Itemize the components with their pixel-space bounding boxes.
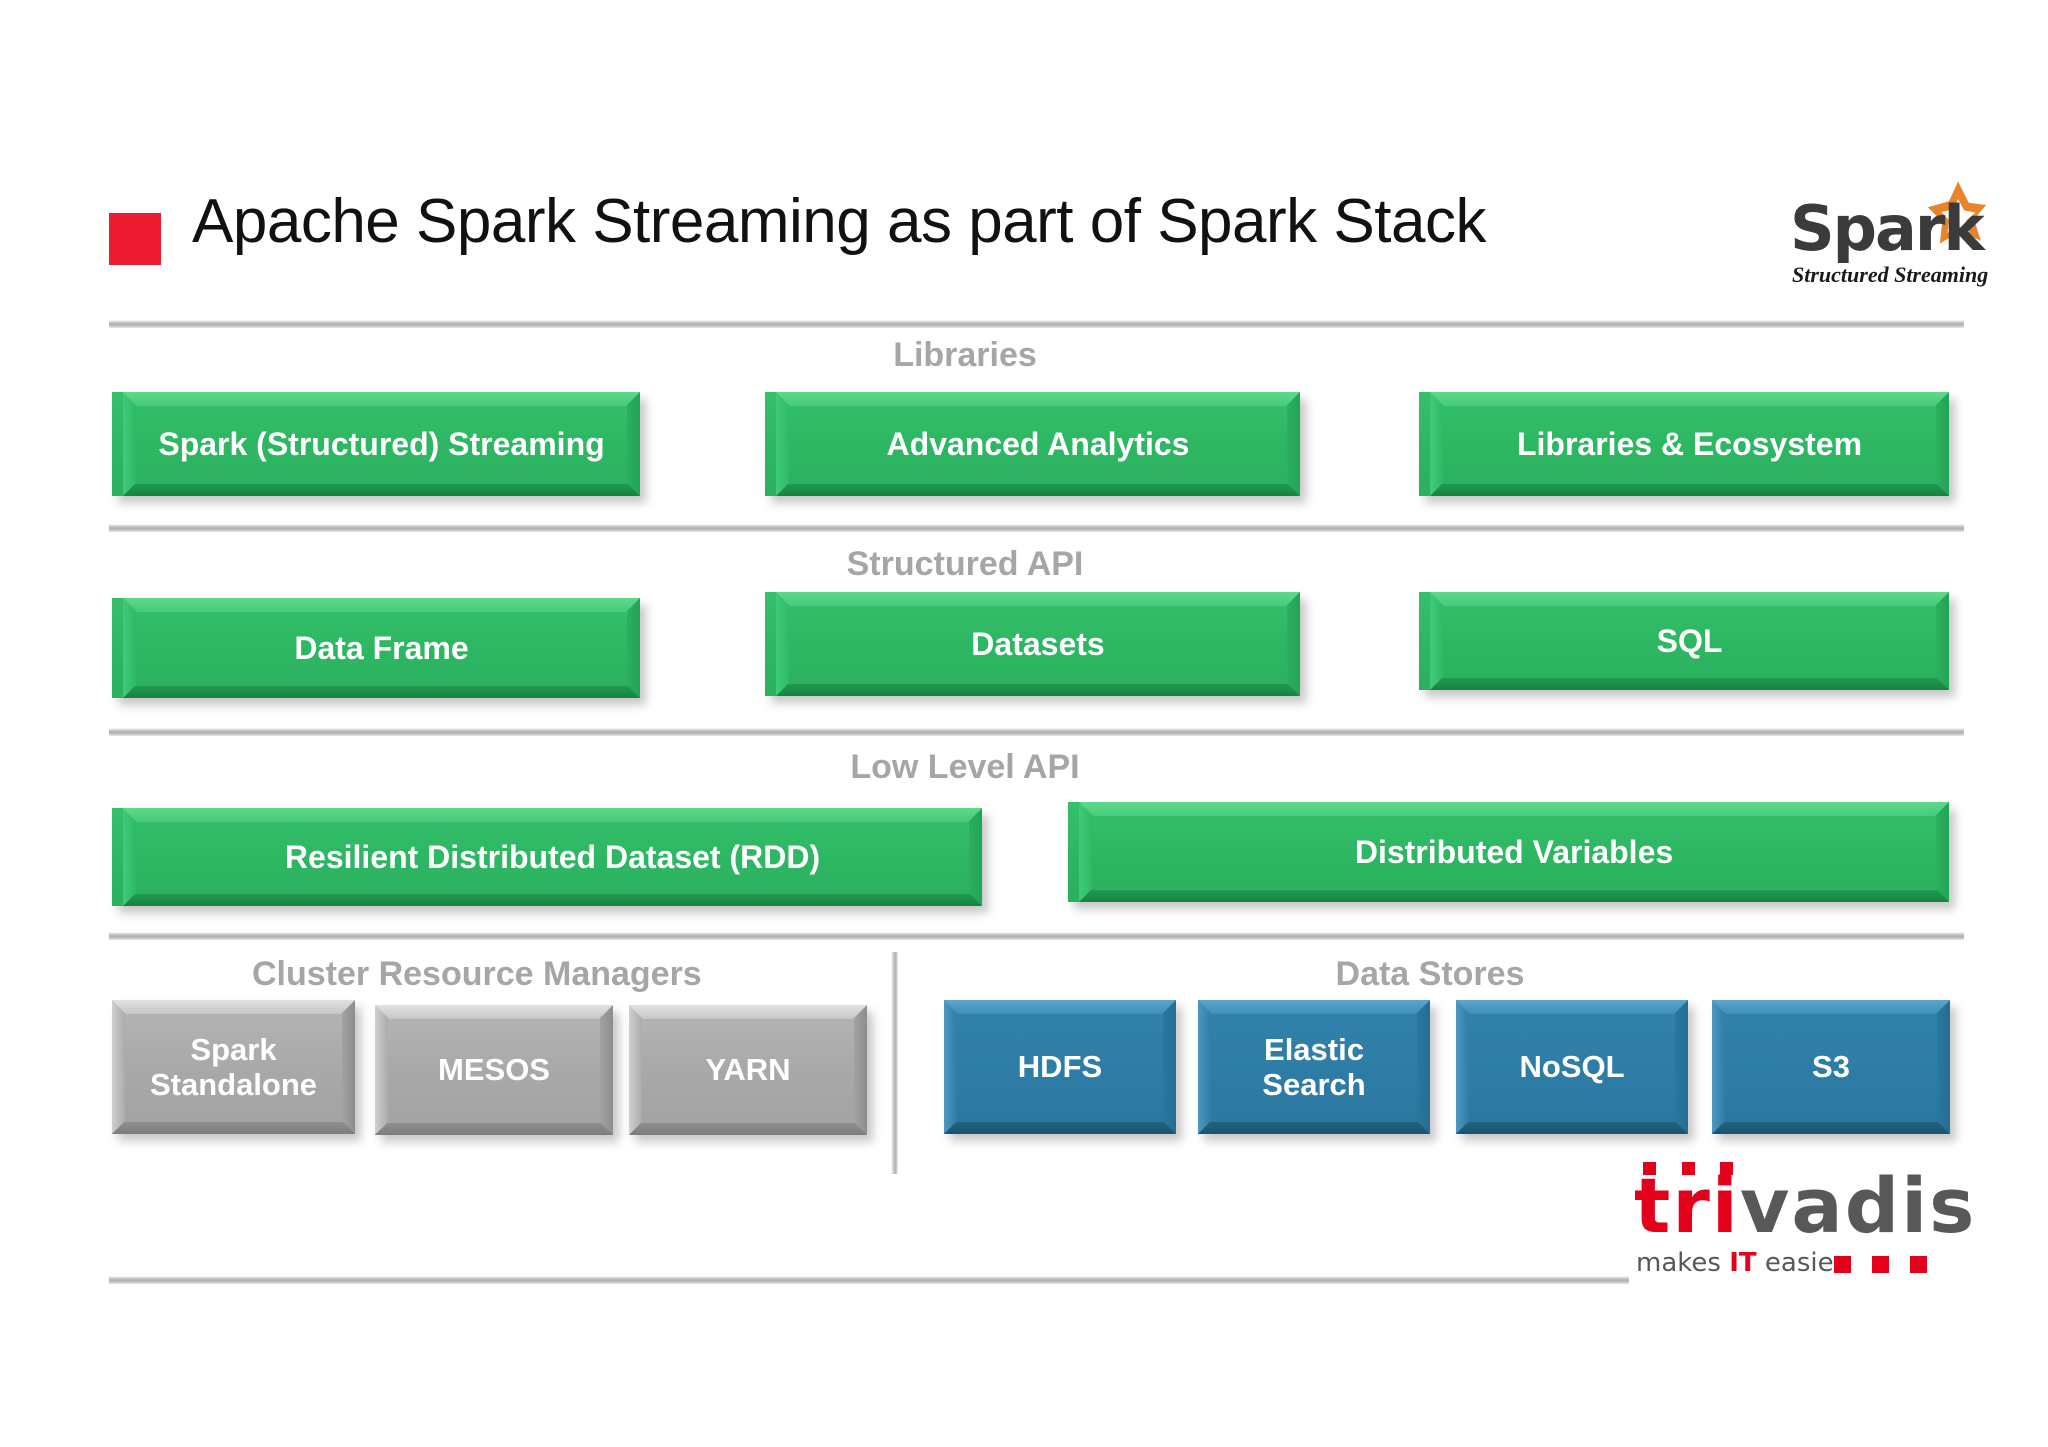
box-hdfs[interactable]: HDFS <box>944 1000 1176 1134</box>
box-advanced-analytics[interactable]: Advanced Analytics <box>765 392 1300 496</box>
divider-structured-lowlevel <box>109 728 1964 736</box>
bevel-right <box>627 392 640 496</box>
bevel-right <box>1163 1000 1176 1134</box>
trivadis-wordmark: trivadis <box>1634 1168 1976 1244</box>
bevel-right <box>1936 802 1949 902</box>
bevel-right <box>1287 592 1300 696</box>
divider-top <box>109 320 1964 328</box>
bevel-left <box>123 392 136 496</box>
bevel-left <box>1430 592 1443 690</box>
divider-bottom <box>109 1276 1629 1284</box>
bevel-right <box>600 1005 613 1135</box>
bevel-left <box>1079 802 1092 902</box>
spark-logo: Spark Structured Streaming <box>1790 181 1990 302</box>
bevel-left <box>123 808 136 906</box>
box-distributed-variables[interactable]: Distributed Variables <box>1068 802 1949 902</box>
trivadis-square-1 <box>1834 1256 1851 1273</box>
spark-wordmark: Spark <box>1790 192 1985 265</box>
box-label: Datasets <box>971 625 1105 662</box>
bevel-left <box>629 1005 642 1135</box>
box-label: MESOS <box>438 1052 550 1088</box>
box-label: NoSQL <box>1519 1049 1625 1085</box>
box-spark-standalone[interactable]: Spark Standalone <box>112 1000 355 1134</box>
divider-libraries-structured <box>109 524 1964 532</box>
box-label: Data Frame <box>294 629 469 666</box>
bevel-left <box>375 1005 388 1135</box>
trivadis-square-2 <box>1872 1256 1889 1273</box>
section-label-low-level-api: Low Level API <box>850 748 1080 786</box>
trivadis-word-gray: vadis <box>1739 1161 1977 1250</box>
box-yarn[interactable]: YARN <box>629 1005 867 1135</box>
spark-star-icon <box>1927 181 1987 244</box>
bevel-right <box>854 1005 867 1135</box>
box-mesos[interactable]: MESOS <box>375 1005 613 1135</box>
section-label-libraries: Libraries <box>893 336 1037 374</box>
box-nosql[interactable]: NoSQL <box>1456 1000 1688 1134</box>
divider-vertical-infra <box>891 952 898 1174</box>
trivadis-dot-3 <box>1720 1162 1733 1175</box>
trivadis-dot-1 <box>1643 1162 1656 1175</box>
bevel-right <box>1937 1000 1950 1134</box>
bevel-left <box>1456 1000 1469 1134</box>
bevel-left <box>776 592 789 696</box>
box-label: Resilient Distributed Dataset (RDD) <box>284 838 821 875</box>
box-label: Spark Standalone <box>149 1031 318 1102</box>
bevel-right <box>342 1000 355 1134</box>
bevel-right <box>1936 392 1949 496</box>
box-label: Elastic Search <box>1262 1031 1366 1102</box>
bevel-right <box>1287 392 1300 496</box>
box-label: Libraries & Ecosystem <box>1516 425 1863 462</box>
bevel-right <box>1417 1000 1430 1134</box>
trivadis-dot-2 <box>1682 1162 1695 1175</box>
divider-lowlevel-infra <box>109 932 1964 940</box>
box-label: Distributed Variables <box>1354 833 1674 870</box>
trivadis-square-3 <box>1910 1256 1927 1273</box>
bevel-left <box>1198 1000 1211 1134</box>
box-label: HDFS <box>1017 1049 1103 1085</box>
box-s3[interactable]: S3 <box>1712 1000 1950 1134</box>
section-label-data-stores: Data Stores <box>1335 955 1525 993</box>
bevel-right <box>627 598 640 698</box>
page-title: Apache Spark Streaming as part of Spark … <box>192 187 1486 256</box>
box-libraries-ecosystem[interactable]: Libraries & Ecosystem <box>1419 392 1949 496</box>
bevel-left <box>776 392 789 496</box>
box-data-frame[interactable]: Data Frame <box>112 598 640 698</box>
bevel-left <box>1430 392 1443 496</box>
box-sql[interactable]: SQL <box>1419 592 1949 690</box>
box-label: YARN <box>705 1052 791 1088</box>
section-label-cluster-resource-managers: Cluster Resource Managers <box>252 955 702 993</box>
trivadis-logo: trivadis makes IT easier. <box>1634 1162 1974 1280</box>
bevel-left <box>1712 1000 1725 1134</box>
bevel-left <box>112 1000 125 1134</box>
trivadis-tagline: makes IT easier. <box>1636 1248 1850 1278</box>
box-rdd[interactable]: Resilient Distributed Dataset (RDD) <box>112 808 982 906</box>
bevel-right <box>1675 1000 1688 1134</box>
box-label: Spark (Structured) Streaming <box>158 425 605 462</box>
bevel-right <box>969 808 982 906</box>
section-label-structured-api: Structured API <box>846 545 1084 583</box>
box-datasets[interactable]: Datasets <box>765 592 1300 696</box>
box-spark-structured-streaming[interactable]: Spark (Structured) Streaming <box>112 392 640 496</box>
title-bullet-square <box>109 213 161 265</box>
tagline-accent: IT <box>1729 1248 1757 1278</box>
box-label: Advanced Analytics <box>886 425 1190 462</box>
trivadis-word-red: tri <box>1634 1161 1740 1250</box>
bevel-left <box>123 598 136 698</box>
bevel-left <box>944 1000 957 1134</box>
box-label: S3 <box>1812 1049 1850 1085</box>
box-elastic-search[interactable]: Elastic Search <box>1198 1000 1430 1134</box>
tagline-prefix: makes <box>1636 1248 1730 1278</box>
box-label: SQL <box>1656 622 1723 659</box>
spark-subtitle: Structured Streaming <box>1792 262 1989 287</box>
bevel-right <box>1936 592 1949 690</box>
